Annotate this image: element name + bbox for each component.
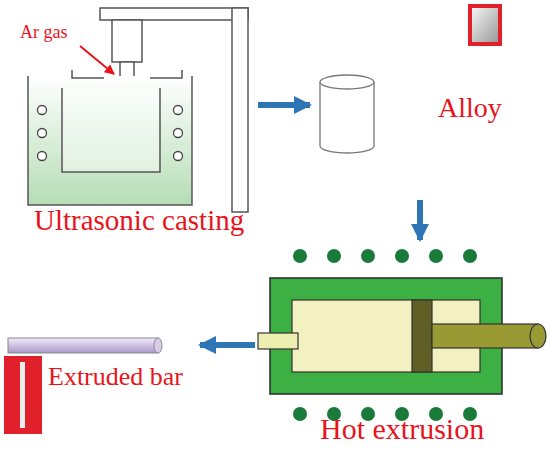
heating-coil [38, 106, 47, 115]
bar-end [154, 338, 162, 353]
frame-beam [100, 8, 248, 20]
heating-coil [174, 152, 183, 161]
stage-label: Ultrasonic casting [34, 204, 244, 237]
heating-coil [293, 407, 307, 421]
bar-body [8, 338, 158, 353]
photo-background [4, 356, 42, 434]
ram-block [412, 300, 432, 372]
process-stage: Extruded bar [0, 320, 200, 440]
heating-coil [293, 249, 307, 263]
heating-coil [463, 249, 477, 263]
heating-coil [38, 152, 47, 161]
crucible [62, 88, 160, 172]
frame-column [232, 8, 248, 212]
ingot-top [320, 75, 374, 89]
process-stage: Hot extrusion [255, 240, 545, 455]
stage-label: Extruded bar [48, 362, 183, 392]
transducer [112, 20, 142, 62]
bar-photo [20, 362, 25, 428]
flow-arrow [258, 102, 310, 108]
leader-arrow [80, 46, 114, 74]
heating-coil [361, 249, 375, 263]
furnace-lid [72, 70, 182, 78]
heating-coil [327, 249, 341, 263]
ram-rod [432, 324, 538, 348]
heating-coil [174, 129, 183, 138]
process-stage: Alloy [310, 0, 540, 200]
stage-label: Hot extrusion [320, 412, 484, 447]
ingot-body [320, 82, 374, 153]
heating-coil [174, 106, 183, 115]
flow-arrow [200, 342, 255, 348]
heating-coil [38, 129, 47, 138]
heating-coil [429, 249, 443, 263]
callout-label: Ar gas [20, 22, 68, 43]
extruded-rod [258, 333, 298, 349]
photo-background [468, 4, 502, 46]
flow-arrow [417, 200, 423, 240]
ram-end [530, 324, 546, 348]
heating-coil [395, 249, 409, 263]
stage-label: Alloy [438, 92, 502, 124]
ingot-photo [472, 8, 498, 42]
furnace [28, 76, 192, 205]
